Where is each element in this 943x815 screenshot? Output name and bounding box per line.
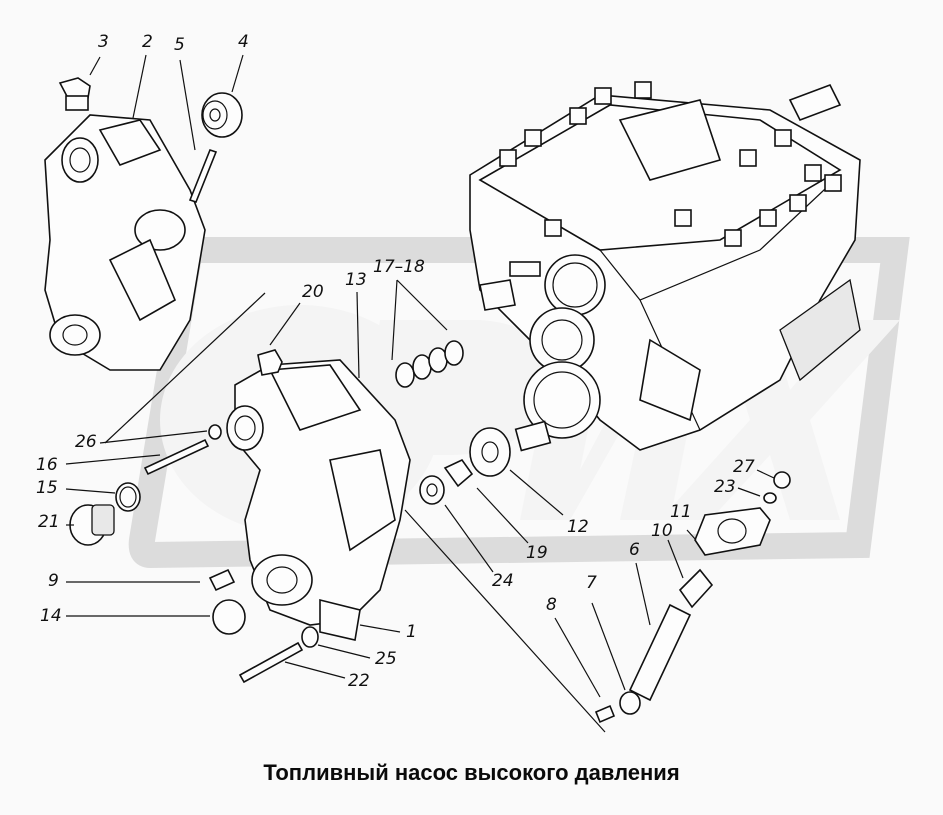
callout-19: 19 bbox=[526, 543, 548, 563]
callout-7: 7 bbox=[586, 573, 597, 593]
callout-1: 1 bbox=[406, 622, 417, 642]
part-16-bolt bbox=[143, 438, 210, 476]
watermark-frame bbox=[128, 237, 910, 569]
callout-8: 8 bbox=[546, 595, 557, 615]
part-20-plug bbox=[257, 349, 283, 376]
part-27-nut bbox=[773, 471, 791, 489]
part-7-sleeve bbox=[619, 691, 641, 715]
part-22-bolt bbox=[238, 641, 304, 684]
part-10-spring bbox=[678, 568, 714, 609]
bracket-upper bbox=[44, 114, 206, 371]
part-15-ring bbox=[115, 482, 141, 512]
stud-part-5 bbox=[188, 149, 218, 203]
callout-4: 4 bbox=[238, 32, 249, 52]
part-25-washer bbox=[301, 626, 319, 648]
callout-3: 3 bbox=[98, 32, 109, 52]
callout-13: 13 bbox=[345, 270, 367, 290]
pump-section-right bbox=[779, 278, 861, 382]
gear-train bbox=[509, 254, 606, 452]
callout-9: 9 bbox=[48, 571, 59, 591]
callout-12: 12 bbox=[567, 517, 589, 537]
part-17-18-rings bbox=[395, 340, 464, 388]
pump-housing bbox=[469, 81, 861, 452]
part-14-cap bbox=[212, 599, 246, 635]
callout-2: 2 bbox=[142, 32, 153, 52]
part-6-plunger bbox=[628, 603, 692, 702]
part-12-coupling bbox=[469, 427, 511, 477]
part-9-screw bbox=[208, 568, 236, 592]
diagram-caption: Топливный насос высокого давления bbox=[263, 760, 680, 785]
callout-10: 10 bbox=[651, 521, 673, 541]
watermark-letter-x bbox=[660, 320, 900, 520]
callout-6: 6 bbox=[629, 540, 640, 560]
part-19-washer bbox=[443, 458, 474, 488]
leader-lines bbox=[65, 54, 775, 733]
callout-5: 5 bbox=[174, 35, 185, 55]
part-23-washer bbox=[763, 492, 777, 504]
callout-21: 21 bbox=[38, 512, 60, 532]
callout-20: 20 bbox=[302, 282, 324, 302]
part-26-washer bbox=[208, 424, 222, 440]
callout-15: 15 bbox=[36, 478, 58, 498]
valve-fittings bbox=[499, 81, 842, 247]
callout-17-18: 17–18 bbox=[373, 257, 425, 277]
plug-part-3 bbox=[58, 77, 91, 111]
callout-14: 14 bbox=[40, 606, 62, 626]
part-8-pin bbox=[594, 704, 616, 724]
bearing-part-4 bbox=[201, 92, 243, 138]
bracket-lower bbox=[226, 359, 411, 641]
callout-24: 24 bbox=[492, 571, 514, 591]
callout-11: 11 bbox=[670, 502, 692, 522]
callout-27: 27 bbox=[733, 457, 755, 477]
callout-23: 23 bbox=[714, 477, 736, 497]
part-24-nut bbox=[419, 475, 445, 505]
callout-22: 22 bbox=[348, 671, 370, 691]
part-21-plug bbox=[69, 504, 115, 546]
callout-16: 16 bbox=[36, 455, 58, 475]
callout-25: 25 bbox=[375, 649, 397, 669]
part-11-gasket bbox=[694, 507, 771, 556]
callout-26: 26 bbox=[75, 432, 97, 452]
